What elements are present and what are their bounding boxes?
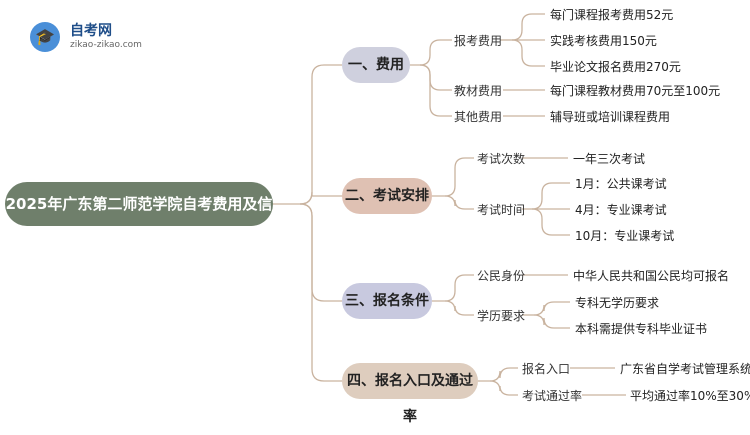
section-fees: 一、费用 [342, 47, 410, 83]
item-practice-fee: 实践考核费用150元 [550, 34, 657, 48]
item-course-fee: 每门课程报考费用52元 [550, 8, 674, 22]
item-entry-system: 广东省自学考试管理系统 [620, 362, 750, 376]
logo-subtitle: zikao-zikao.com [70, 40, 142, 50]
group-textbook-fee: 教材费用 [454, 84, 503, 98]
item-oct-exam: 10月：专业课考试 [575, 229, 675, 243]
root-node: 2025年广东第二师范学院自考费用及信息 [5, 182, 273, 257]
item-citizenship: 中华人民共和国公民均可报名 [573, 269, 730, 283]
section-requirements: 三、报名条件 [342, 283, 432, 319]
item-thesis-fee: 毕业论文报名费用270元 [550, 60, 681, 74]
group-exam-count: 考试次数 [477, 152, 526, 166]
group-registration-fee: 报考费用 [454, 34, 503, 48]
group-exam-time: 考试时间 [477, 203, 526, 217]
item-apr-exam: 4月：专业课考试 [575, 203, 667, 217]
site-logo[interactable]: 🎓 自考网 zikao-zikao.com [30, 20, 170, 56]
group-citizenship: 公民身份 [477, 269, 526, 283]
item-jan-exam: 1月：公共课考试 [575, 177, 667, 191]
group-pass-rate: 考试通过率 [522, 389, 583, 403]
logo-title: 自考网 [70, 23, 112, 39]
connector-lines [273, 13, 626, 396]
item-pass-rate: 平均通过率10%至30% [630, 389, 750, 403]
group-education: 学历要求 [477, 309, 526, 323]
item-textbook-fee: 每门课程教材费用70元至100元 [550, 84, 721, 98]
item-bachelor: 本科需提供专科毕业证书 [575, 322, 708, 336]
group-entry: 报名入口 [522, 362, 571, 376]
section-exam-schedule: 二、考试安排 [342, 178, 432, 214]
section-entry-passrate: 四、报名入口及通过率 [342, 363, 478, 425]
graduation-cap-icon: 🎓 [30, 22, 60, 52]
item-tutoring-fee: 辅导班或培训课程费用 [550, 110, 671, 124]
group-other-fee: 其他费用 [454, 110, 503, 124]
item-associate: 专科无学历要求 [575, 296, 660, 310]
item-exam-count: 一年三次考试 [573, 152, 646, 166]
